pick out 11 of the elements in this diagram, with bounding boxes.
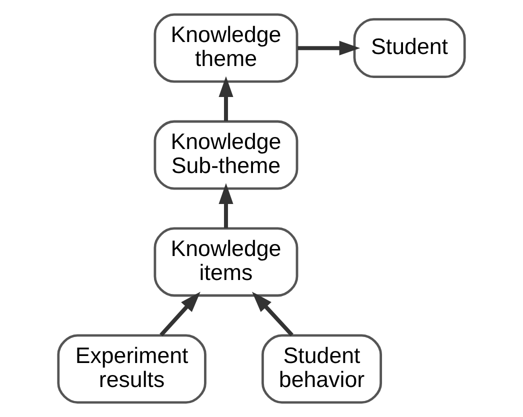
arrow [160,292,200,336]
arrow [218,76,234,122]
node-box: Knowledge theme [154,13,298,83]
node-box: Knowledge Sub-theme [154,120,298,190]
arrow [298,40,360,56]
node-box: Knowledge items [154,227,298,297]
arrow [218,183,234,228]
node-box: Experiment results [57,334,206,404]
node-box: Student behavior [262,334,382,404]
node-box: Student [353,18,466,78]
arrow [252,292,294,336]
